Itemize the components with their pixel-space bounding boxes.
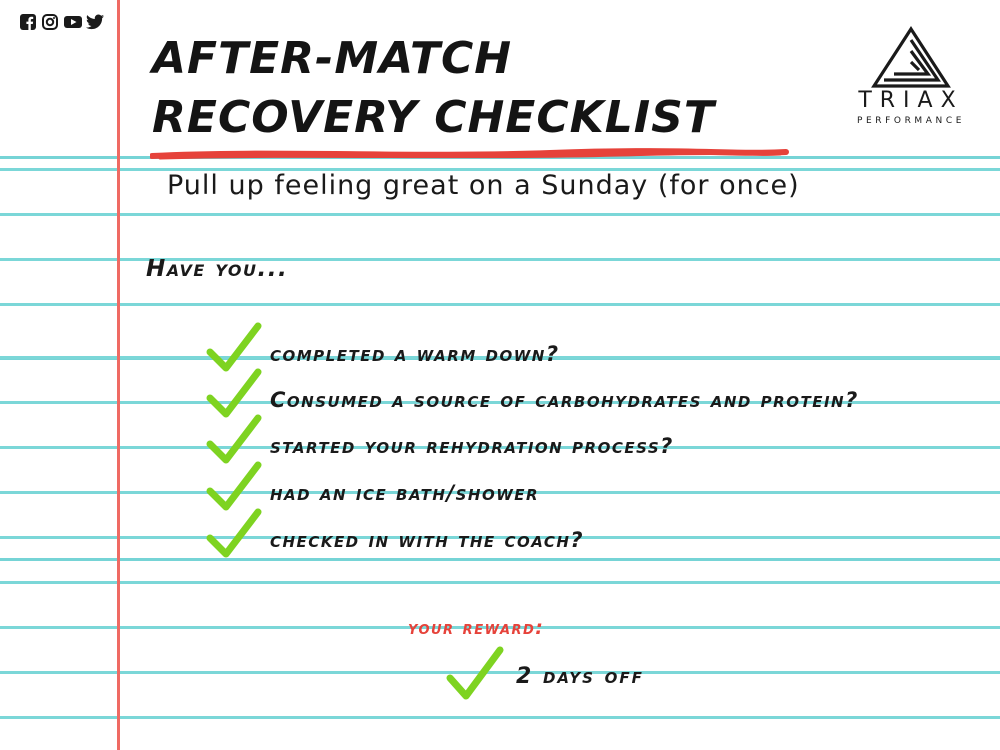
checklist-item-label: had an ice bath/shower (270, 481, 540, 505)
check-icon (206, 368, 262, 418)
youtube-icon[interactable] (64, 14, 82, 30)
check-icon (206, 322, 262, 372)
facebook-icon[interactable] (20, 14, 36, 30)
checklist-item[interactable]: checked in with the coach? (206, 508, 996, 560)
check-icon (206, 508, 262, 558)
checklist-item[interactable]: completed a warm down? (206, 322, 996, 374)
check-icon (206, 461, 262, 511)
subtitle: Pull up feeling great on a Sunday (for o… (167, 170, 800, 201)
checklist-item[interactable]: Consumed a source of carbohydrates and p… (206, 368, 996, 420)
page-title-line-1: AFTER-MATCH (152, 33, 513, 84)
page-title-line-2: RECOVERY CHECKLIST (152, 92, 715, 143)
checklist-prompt: Have you... (146, 256, 289, 282)
check-icon (206, 414, 262, 464)
triax-logo (845, 26, 977, 93)
checklist-item[interactable]: started your rehydration process? (206, 414, 996, 466)
title-underline (150, 148, 789, 160)
social-icons (20, 14, 104, 30)
instagram-icon[interactable] (42, 14, 58, 30)
checklist-item-label: Consumed a source of carbohydrates and p… (270, 388, 859, 412)
logo-name: TRIAX (858, 88, 964, 113)
margin-line (117, 0, 120, 750)
logo-tagline: PERFORMANCE (856, 116, 966, 126)
reward-heading: your reward: (408, 617, 545, 639)
reward-item-label: 2 days off (516, 664, 644, 689)
checklist-item[interactable]: had an ice bath/shower (206, 461, 996, 513)
checklist-item-label: completed a warm down? (270, 342, 560, 366)
check-icon (446, 646, 504, 700)
checklist-item-label: checked in with the coach? (270, 528, 585, 552)
checklist-item-label: started your rehydration process? (270, 434, 674, 458)
triax-logo-icon (871, 26, 951, 88)
twitter-icon[interactable] (86, 14, 104, 30)
reward-item[interactable]: 2 days off (446, 646, 746, 706)
